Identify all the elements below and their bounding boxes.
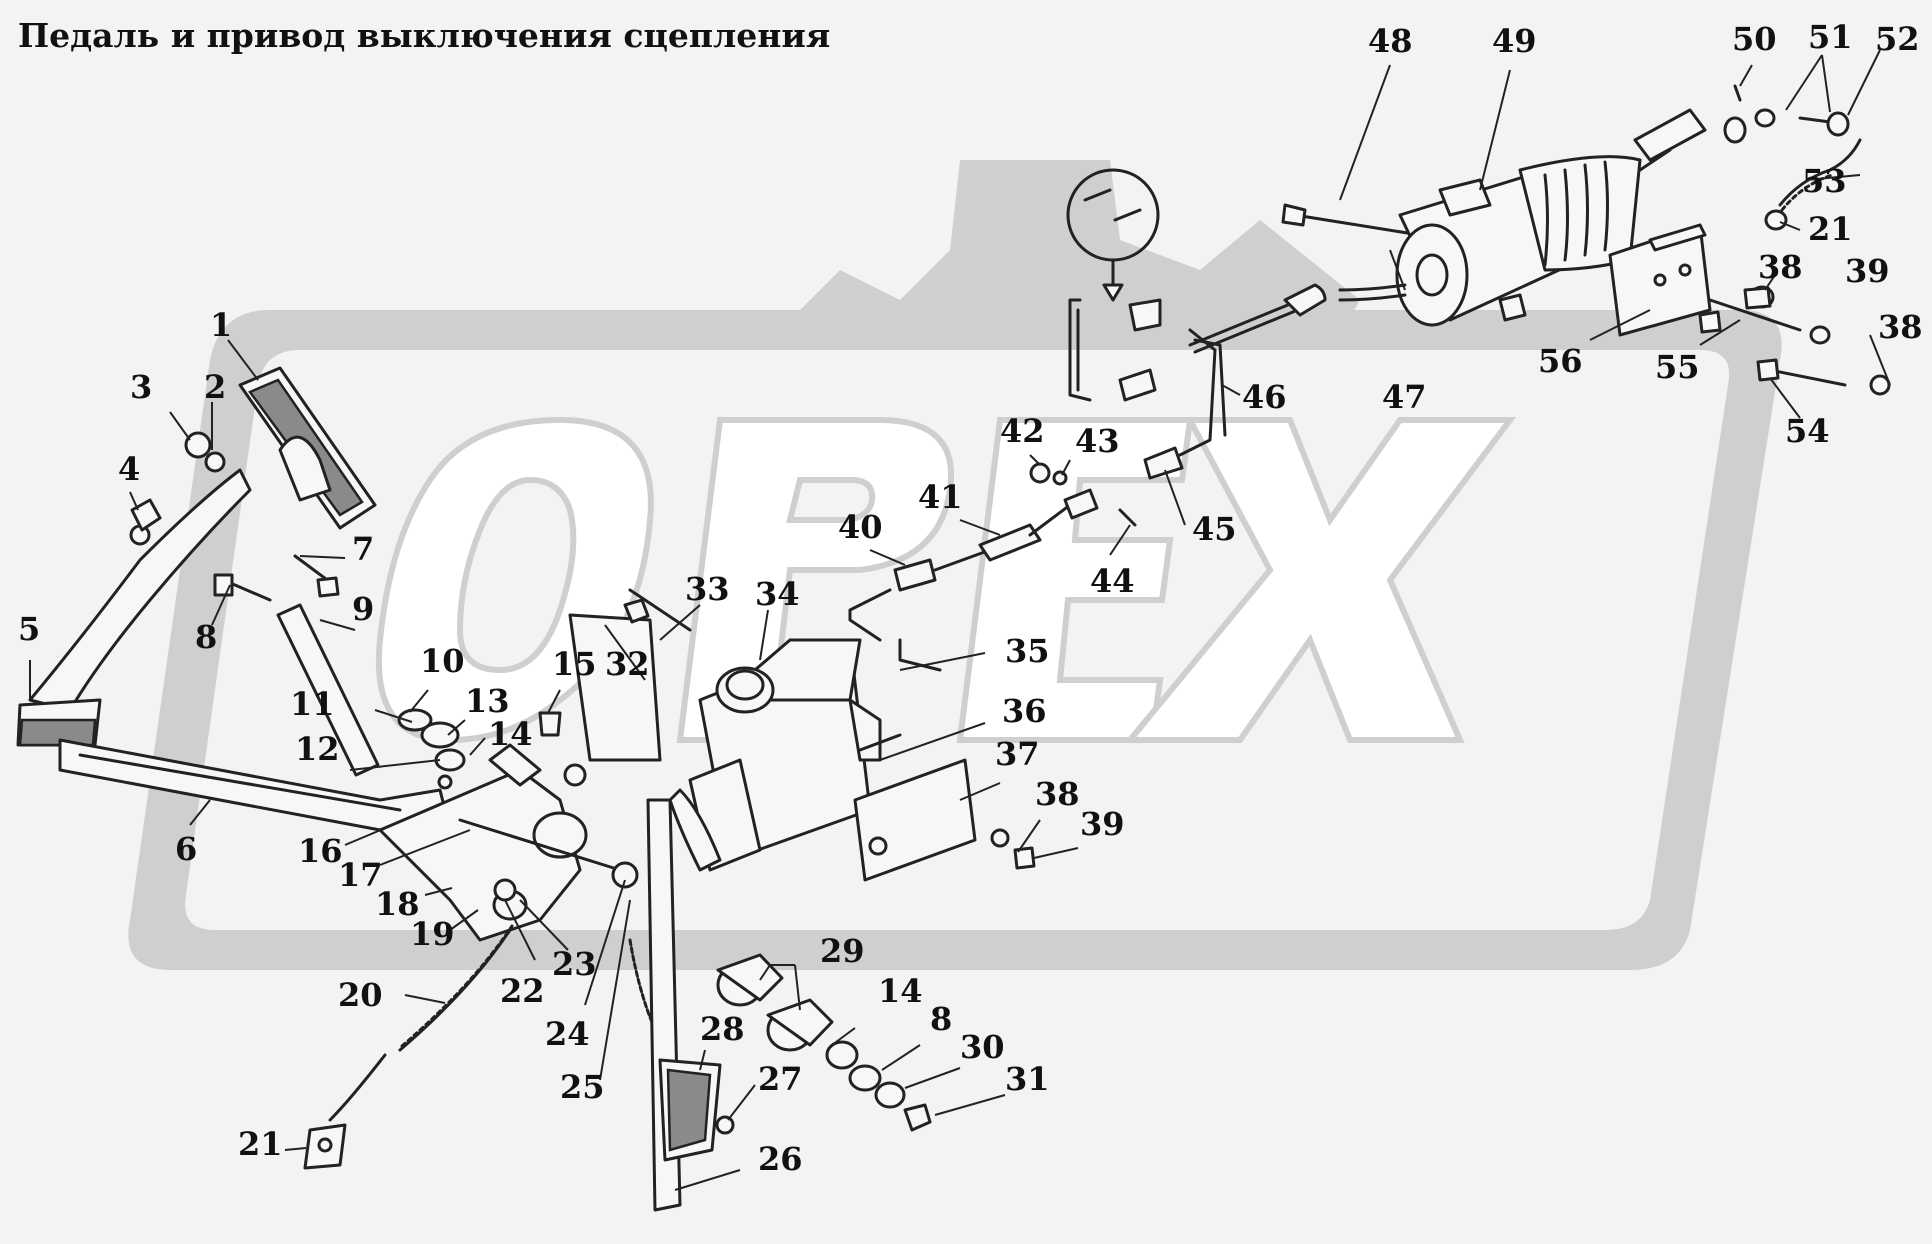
callout-40: 40: [838, 508, 883, 546]
callout-5: 5: [18, 610, 40, 648]
callout-51: 51: [1808, 18, 1853, 56]
pedal-lever: [16, 468, 447, 832]
pedal-hardware: [130, 431, 562, 790]
callout-32: 32: [605, 645, 650, 683]
callout-53: 53: [1802, 162, 1847, 200]
callout-25: 25: [560, 1068, 605, 1106]
callout-19: 19: [410, 915, 455, 953]
callout-44: 44: [1090, 562, 1135, 600]
callout-14-lower: 14: [878, 972, 923, 1010]
master-cylinder: [563, 588, 902, 872]
callout-38-middle: 38: [1035, 775, 1080, 813]
callout-47: 47: [1382, 378, 1427, 416]
callout-46: 46: [1242, 378, 1287, 416]
callout-11: 11: [290, 685, 335, 723]
push-rod: [458, 798, 735, 1212]
callout-18: 18: [375, 885, 420, 923]
callout-29: 29: [820, 932, 865, 970]
callout-13: 13: [465, 682, 510, 720]
callout-23: 23: [552, 945, 597, 983]
callout-10: 10: [420, 642, 465, 680]
callout-52: 52: [1875, 20, 1920, 58]
callout-34: 34: [755, 575, 800, 613]
callout-20: 20: [338, 976, 383, 1014]
callout-16: 16: [298, 832, 343, 870]
callout-54: 54: [1785, 412, 1830, 450]
pedal-bracket: [378, 743, 588, 942]
callout-1: 1: [210, 306, 232, 344]
callout-39-middle: 39: [1080, 805, 1125, 843]
callout-9: 9: [352, 590, 374, 628]
callout-41: 41: [918, 478, 963, 516]
slave-cylinder: [1281, 108, 1747, 327]
callout-22: 22: [500, 972, 545, 1010]
callout-39-upper: 39: [1845, 252, 1890, 290]
callout-33: 33: [685, 570, 730, 608]
leader-lines: [29, 49, 1891, 1191]
callout-17: 17: [338, 856, 383, 894]
callout-4: 4: [118, 450, 140, 488]
callout-48: 48: [1368, 22, 1413, 60]
page-title: Педаль и привод выключения сцепления: [18, 16, 831, 55]
callout-38-right: 38: [1878, 308, 1923, 346]
callout-8-left: 8: [195, 618, 217, 656]
callout-38-upper: 38: [1758, 248, 1803, 286]
callout-50: 50: [1732, 20, 1777, 58]
mount-plate-37: [853, 758, 1036, 882]
callout-45: 45: [1192, 510, 1237, 548]
callout-55: 55: [1655, 348, 1700, 386]
pedal-pad: [238, 366, 377, 530]
bushings-washers: [716, 953, 932, 1132]
callout-6: 6: [175, 830, 197, 868]
callout-7: 7: [352, 530, 374, 568]
callout-30: 30: [960, 1028, 1005, 1066]
callout-27: 27: [758, 1060, 803, 1098]
callout-35: 35: [1005, 632, 1050, 670]
callout-labels: 1 2 3 4 5 6 7 8 9 10 11 12 13 14 15 16 1…: [18, 18, 1923, 1178]
hydraulic-lines: [848, 168, 1327, 672]
callout-2: 2: [204, 368, 226, 406]
callout-21-upper: 21: [1808, 210, 1853, 248]
callout-37: 37: [995, 735, 1040, 773]
callout-14-upper: 14: [488, 715, 533, 753]
callout-28: 28: [700, 1010, 745, 1048]
callout-49: 49: [1492, 22, 1537, 60]
callout-56: 56: [1538, 342, 1583, 380]
callout-24: 24: [545, 1015, 590, 1053]
callout-31: 31: [1005, 1060, 1050, 1098]
callout-15: 15: [552, 645, 597, 683]
right-bracket: [1608, 84, 1891, 396]
callout-12: 12: [295, 730, 340, 768]
callout-36: 36: [1002, 692, 1047, 730]
callout-8-lower: 8: [930, 1000, 952, 1038]
callout-26: 26: [758, 1140, 803, 1178]
watermark-letters: [375, 416, 1516, 744]
callout-3: 3: [130, 368, 152, 406]
callout-21-lower: 21: [238, 1125, 283, 1163]
callout-43: 43: [1075, 422, 1120, 460]
callout-42: 42: [1000, 412, 1045, 450]
